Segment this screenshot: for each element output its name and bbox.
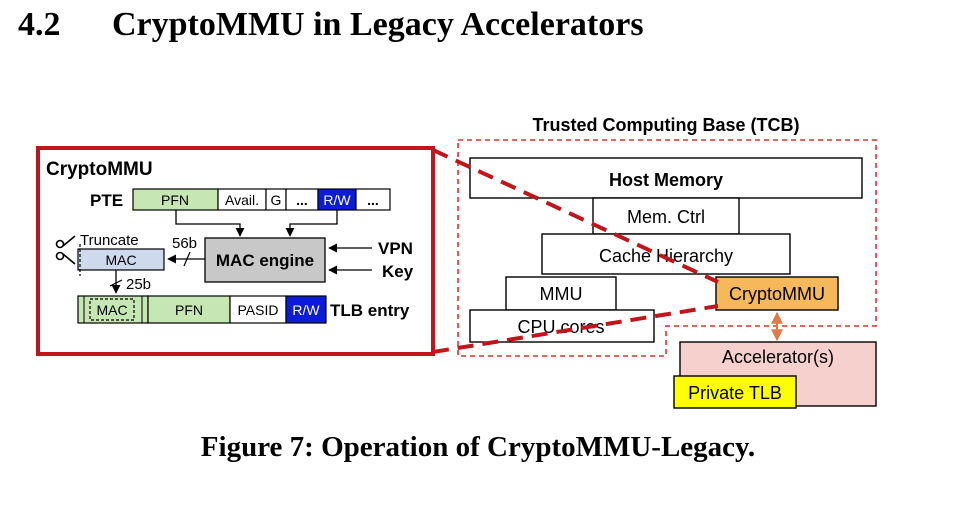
cryptommu-panel-frame	[36, 146, 435, 356]
slash-25b	[109, 279, 123, 287]
vpn-label: VPN	[378, 239, 413, 258]
private-tlb-box	[673, 375, 797, 409]
zoom-line-bottom	[432, 304, 719, 354]
pte-field-avail-text: Avail.	[225, 192, 259, 208]
mmu-label: MMU	[540, 284, 583, 304]
left-panel-title: CryptoMMU	[46, 159, 153, 180]
slash-56b	[183, 251, 191, 267]
cpu-cores-label: CPU cores	[517, 317, 604, 337]
mac-engine-label: MAC engine	[216, 251, 314, 270]
mem-ctrl-label: Mem. Ctrl	[627, 207, 705, 227]
tlb-entry-mac-text: MAC	[96, 302, 127, 318]
tlb-entry-label: TLB entry	[330, 301, 410, 320]
figure-caption: Figure 7: Operation of CryptoMMU-Legacy.	[200, 431, 756, 463]
tlb-entry-rw	[285, 295, 327, 324]
pte-to-engine-right	[285, 210, 338, 237]
mac-box-label: MAC	[105, 252, 136, 268]
mac-box	[77, 248, 165, 271]
truncate-label: Truncate	[80, 232, 139, 249]
key-label: Key	[382, 262, 414, 281]
tlb-entry-pasid-text: PASID	[238, 302, 279, 318]
section-number: 4.2	[18, 6, 61, 43]
host-memory-box	[469, 157, 863, 199]
cache-hierarchy-box	[541, 233, 791, 275]
cryptommu-label: CryptoMMU	[729, 284, 825, 304]
pte-field-pfn-text: PFN	[161, 192, 189, 208]
pte-field-g-text: G	[271, 192, 282, 208]
cpu-cores-box	[469, 309, 655, 343]
tlb-entry-pfn	[147, 295, 231, 324]
pte-label: PTE	[90, 191, 123, 210]
pte-field-dots2-text: ...	[367, 192, 379, 208]
tlb-entry-mac	[89, 298, 135, 321]
mmu-box	[505, 276, 617, 311]
cryptommu-box	[715, 276, 839, 311]
accelerator-label: Accelerator(s)	[722, 347, 834, 367]
zoom-line-top	[432, 148, 719, 284]
mem-ctrl-box	[592, 197, 740, 235]
private-tlb-label: Private TLB	[688, 383, 782, 403]
section-title: CryptoMMU in Legacy Accelerators	[112, 6, 644, 43]
bits-25b-label: 25b	[126, 276, 151, 293]
tlb-entry-rw-text: R/W	[292, 302, 320, 318]
scissors-icon	[55, 235, 76, 265]
pte-to-engine-left	[175, 210, 245, 237]
tlb-entry-pfn-text: PFN	[175, 302, 203, 318]
mac-engine-box	[204, 237, 326, 283]
pte-field-dots2	[355, 188, 391, 211]
bits-56b-label: 56b	[172, 235, 197, 252]
pte-field-rw-text: R/W	[323, 192, 351, 208]
pte-field-dots1-text: ...	[296, 192, 308, 208]
tcb-boundary	[457, 139, 877, 357]
tcb-title: Trusted Computing Base (TCB)	[532, 115, 799, 135]
host-memory-label: Host Memory	[609, 170, 723, 190]
section-heading: 4.2 CryptoMMU in Legacy Accelerators	[18, 6, 644, 44]
